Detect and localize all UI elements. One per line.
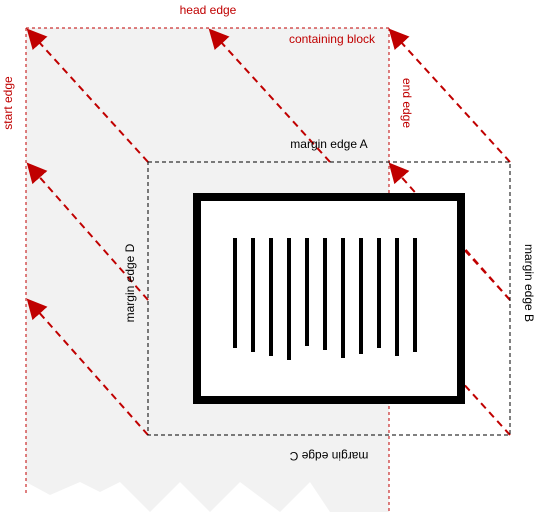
- margin-box: [147, 161, 511, 436]
- end-edge-label: end edge: [400, 78, 414, 128]
- margin-edge-a-label: margin edge A: [290, 137, 367, 151]
- flow-arrow: [388, 28, 511, 163]
- flow-arrow: [26, 298, 149, 436]
- flow-arrow: [26, 28, 149, 163]
- flow-arrow: [459, 244, 511, 301]
- margin-edge-c-label: margin edge C: [289, 449, 368, 463]
- margin-edge-b-label: margin edge B: [522, 244, 536, 322]
- containing-block-label: containing block: [289, 32, 376, 46]
- start-edge-label: start edge: [1, 76, 15, 130]
- flow-arrows: [26, 28, 511, 436]
- margin-edge-d-label: margin edge D: [123, 243, 137, 322]
- flow-arrow: [459, 379, 511, 436]
- content-lines: [233, 238, 417, 360]
- flow-arrow: [208, 28, 331, 163]
- head-edge-label: head edge: [180, 3, 237, 17]
- flow-arrow: [26, 162, 149, 301]
